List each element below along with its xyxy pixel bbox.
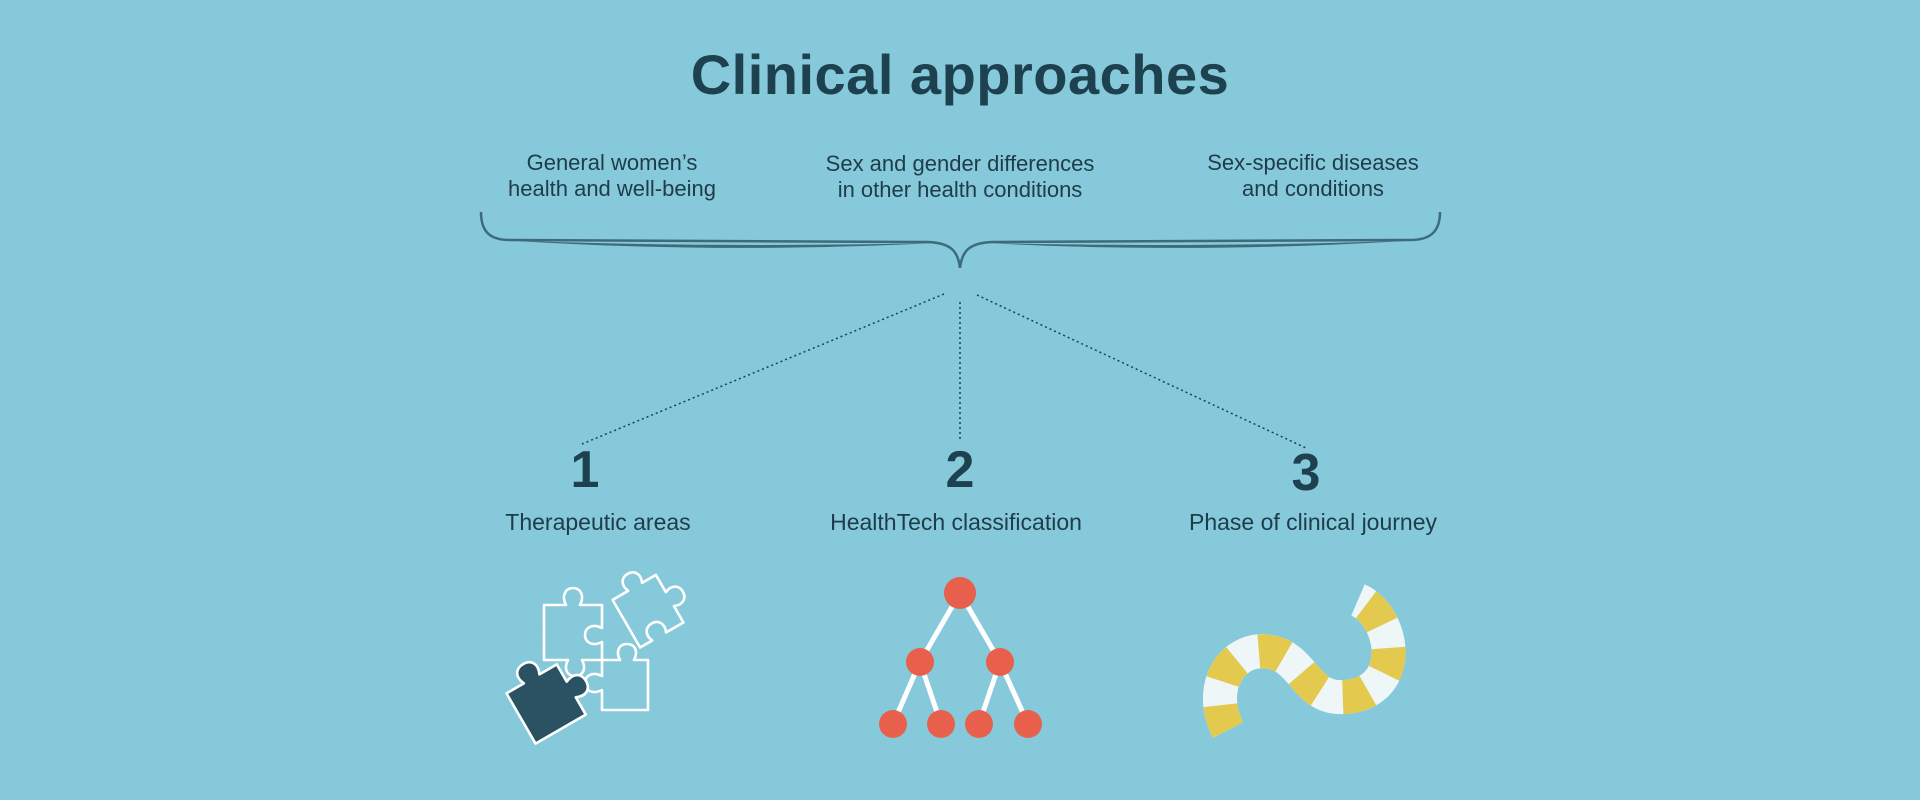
tree-node [986, 648, 1014, 676]
category-line: in other health conditions [837, 177, 1083, 202]
category-line: General women’s [526, 150, 698, 175]
tree-node [965, 710, 993, 738]
connector-line-1 [581, 293, 945, 445]
approach-number-3: 3 [1291, 444, 1321, 502]
category-line: Sex-specific diseases [1207, 150, 1419, 175]
category-line: and conditions [1242, 176, 1384, 201]
approach-number-2: 2 [945, 441, 975, 499]
category-sex-gender-differences: Sex and gender differences in other heal… [780, 151, 1140, 203]
category-general-womens-health: General women’s health and well-being [432, 150, 792, 202]
approach-number-1: 1 [570, 441, 600, 499]
page-title: Clinical approaches [690, 43, 1230, 106]
approach-label-healthtech-classification: HealthTech classification [830, 509, 1082, 535]
tree-node [927, 710, 955, 738]
tree-node [879, 710, 907, 738]
category-line: health and well-being [508, 176, 716, 201]
approach-label-therapeutic-areas: Therapeutic areas [505, 509, 691, 535]
category-line: Sex and gender differences [825, 151, 1095, 176]
tree-node [1014, 710, 1042, 738]
connector-line-3 [976, 294, 1307, 449]
puzzle-icon [505, 571, 686, 745]
connector-lines [581, 293, 1307, 449]
approach-label-clinical-journey: Phase of clinical journey [1188, 509, 1438, 535]
tree-node-root [944, 577, 976, 609]
journey-path-icon [1202, 584, 1406, 738]
tree-icon [879, 577, 1042, 738]
category-sex-specific-diseases: Sex-specific diseases and conditions [1133, 150, 1493, 202]
curly-brace [479, 211, 1442, 269]
tree-node [906, 648, 934, 676]
